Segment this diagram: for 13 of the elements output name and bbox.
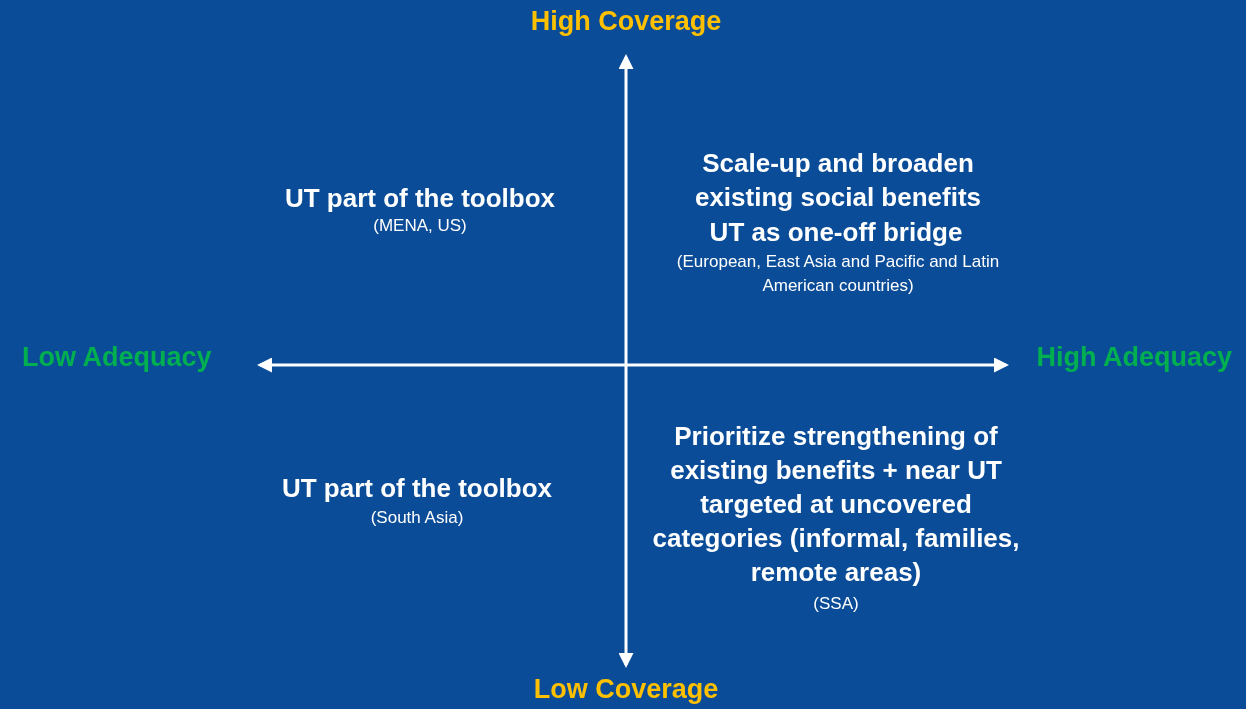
quadrant-heading: Prioritize strengthening of existing benefits + near UT targeted at uncovered categories (informal, families, remote areas): [651, 420, 1021, 589]
axis-label: Low Coverage: [532, 674, 720, 705]
region-note: (SSA): [812, 593, 860, 615]
quadrant-heading: UT as one-off bridge: [708, 216, 964, 249]
region-note: (European, East Asia and Pacific and Latin American countries): [675, 251, 1001, 297]
quadrant-heading: Scale-up and broaden existing social benefits: [693, 147, 983, 214]
axis-label: High Coverage: [529, 6, 723, 37]
region-note: (MENA, US): [372, 215, 468, 237]
quadrant-heading: UT part of the toolbox: [283, 182, 557, 215]
region-note: (South Asia): [369, 507, 465, 529]
quadrant-heading: UT part of the toolbox: [280, 472, 554, 505]
axis-label: High Adequacy: [1036, 342, 1232, 373]
axis-label: Low Adequacy: [22, 342, 212, 373]
